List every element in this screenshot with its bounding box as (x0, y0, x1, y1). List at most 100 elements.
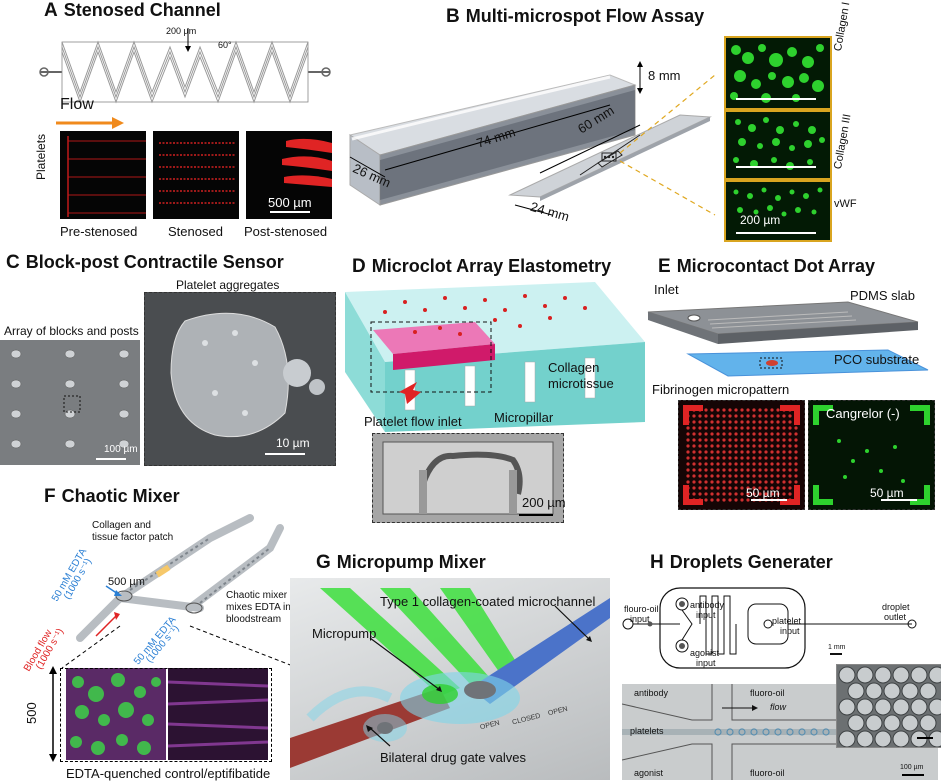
h-fluoro-top-label: fluoro-oil (750, 688, 785, 698)
fibrinogen-dot-array-image (678, 400, 805, 510)
block-post-array-image (0, 340, 140, 465)
b-coll1-label: Collagen I (832, 1, 853, 53)
panel-g-letter: G (316, 552, 331, 573)
e-scale-bar-2 (881, 499, 917, 501)
h-fo1: flouro-oil (624, 604, 659, 614)
fibrinogen-dots (683, 405, 800, 505)
a-platelets-axis: Platelets (34, 133, 48, 180)
e-fib-label: Fibrinogen micropattern (652, 382, 790, 397)
h-fluoro-bot-label: fluoro-oil (750, 768, 785, 778)
platelet-aggregate-sem-image (144, 292, 336, 466)
panel-c-title-text: Block-post Contractile Sensor (25, 252, 284, 272)
b-dim-8mm: 8 mm (648, 68, 681, 83)
h-agonist-label: agonist (634, 768, 664, 778)
a-scale-bar (270, 211, 310, 213)
microclot-bright-field-image (372, 433, 564, 523)
panel-f-letter: F (44, 486, 56, 507)
h-dr1: droplet (882, 602, 910, 612)
d-microtissue-label: microtissue (548, 376, 614, 391)
cangrelor-image (808, 400, 935, 510)
a-scale-label: 500 µm (268, 195, 312, 210)
h-ag1: agonist (690, 648, 720, 658)
h-dr2: outlet (884, 612, 907, 622)
d-scale-bar (519, 514, 553, 516)
d-inlet-label: Platelet flow inlet (364, 414, 462, 429)
panel-h-letter: H (650, 552, 664, 573)
collagen-iii-image (724, 110, 832, 180)
e-scale-2-label: 50 µm (870, 486, 904, 500)
h-mm: 1 mm (828, 644, 846, 651)
panel-e-letter: E (658, 256, 671, 277)
c-aggregates-label: Platelet aggregates (176, 278, 280, 292)
f-dim-500: 500 µm (108, 576, 145, 588)
a-dim-200: 200 µm (166, 26, 197, 36)
b-coll3-label: Collagen III (832, 113, 854, 171)
h-scale-bar (902, 774, 924, 776)
flow-arrow-icon (56, 117, 124, 129)
a-label-sten: Stenosed (168, 224, 223, 239)
stenosed-channel-diagram (39, 28, 331, 104)
e-inlet-label: Inlet (654, 282, 679, 297)
c-scale-bar-10 (265, 453, 305, 455)
d-pillar-label: Micropillar (494, 410, 554, 425)
b-coll3-scale-bar (736, 166, 816, 168)
a-flow-label: Flow (60, 96, 94, 113)
h-s100-label: 100 µm (900, 764, 924, 771)
panel-a-letter: A (44, 0, 58, 21)
h-ag2: input (696, 658, 716, 668)
f-zoom-lines (61, 625, 299, 669)
f-tf-label: tissue factor patch (92, 532, 174, 543)
e-pdms-label: PDMS slab (850, 288, 916, 303)
h-flow-label: flow (770, 702, 787, 712)
b-vwf-label: vWF (834, 198, 857, 210)
b-coll1-scale-bar (736, 98, 816, 100)
edta-control-image (66, 668, 166, 760)
panel-h-title-text: Droplets Generater (669, 552, 833, 572)
e-scale-1-label: 50 µm (746, 486, 780, 500)
microclot-array-diagram (345, 282, 645, 432)
b-scale-label: 200 µm (740, 213, 781, 227)
flow-assay-device-diagram (348, 61, 716, 216)
f-image-frame (60, 668, 272, 762)
g-type1-label: Type 1 collagen-coated microchannel (380, 594, 596, 609)
h-ab1: antibody (690, 600, 725, 610)
panel-d-letter: D (352, 256, 366, 277)
collagen-i-image (724, 36, 832, 110)
panel-a-title-text: Stenosed Channel (63, 0, 221, 20)
panel-d-title-text: Microclot Array Elastometry (371, 256, 612, 276)
panel-f-title-text: Chaotic Mixer (61, 486, 180, 506)
panel-b-letter: B (446, 6, 460, 27)
h-antibody-label: antibody (634, 688, 669, 698)
chaotic-mixer-diagram (76, 514, 284, 642)
e-cangrelor-label: Cangrelor (-) (826, 406, 900, 421)
a-label-post: Post-stenosed (244, 224, 328, 239)
droplet-monolayer-image (836, 664, 941, 748)
panel-g-title-text: Micropump Mixer (336, 552, 486, 572)
eptifibatide-image (168, 668, 268, 760)
panel-b-title-text: Multi-microspot Flow Assay (465, 6, 705, 26)
a-angle: 60° (218, 40, 232, 50)
f-mix1-label: Chaotic mixer (226, 590, 288, 601)
g-valves-label: Bilateral drug gate valves (380, 750, 526, 765)
h-ab2: input (696, 610, 716, 620)
c-scale-bar-100 (96, 458, 126, 460)
g-pump-label: Micropump (312, 626, 377, 641)
g-arrows (366, 605, 592, 747)
panel-e-title-text: Microcontact Dot Array (676, 256, 876, 276)
vwf-image (724, 180, 832, 242)
h-pl1: platelet (772, 616, 802, 626)
droplet-generator-schematic (622, 587, 917, 669)
d-scale-label: 200 µm (522, 495, 566, 510)
f-caption: EDTA-quenched control/eptifibatide (66, 766, 271, 781)
f-y-scale-arrow (49, 666, 57, 762)
f-collagen-label: Collagen and (92, 520, 151, 531)
e-pco-label: PCO substrate (834, 352, 920, 367)
h-mono-scale-bar (917, 737, 933, 739)
